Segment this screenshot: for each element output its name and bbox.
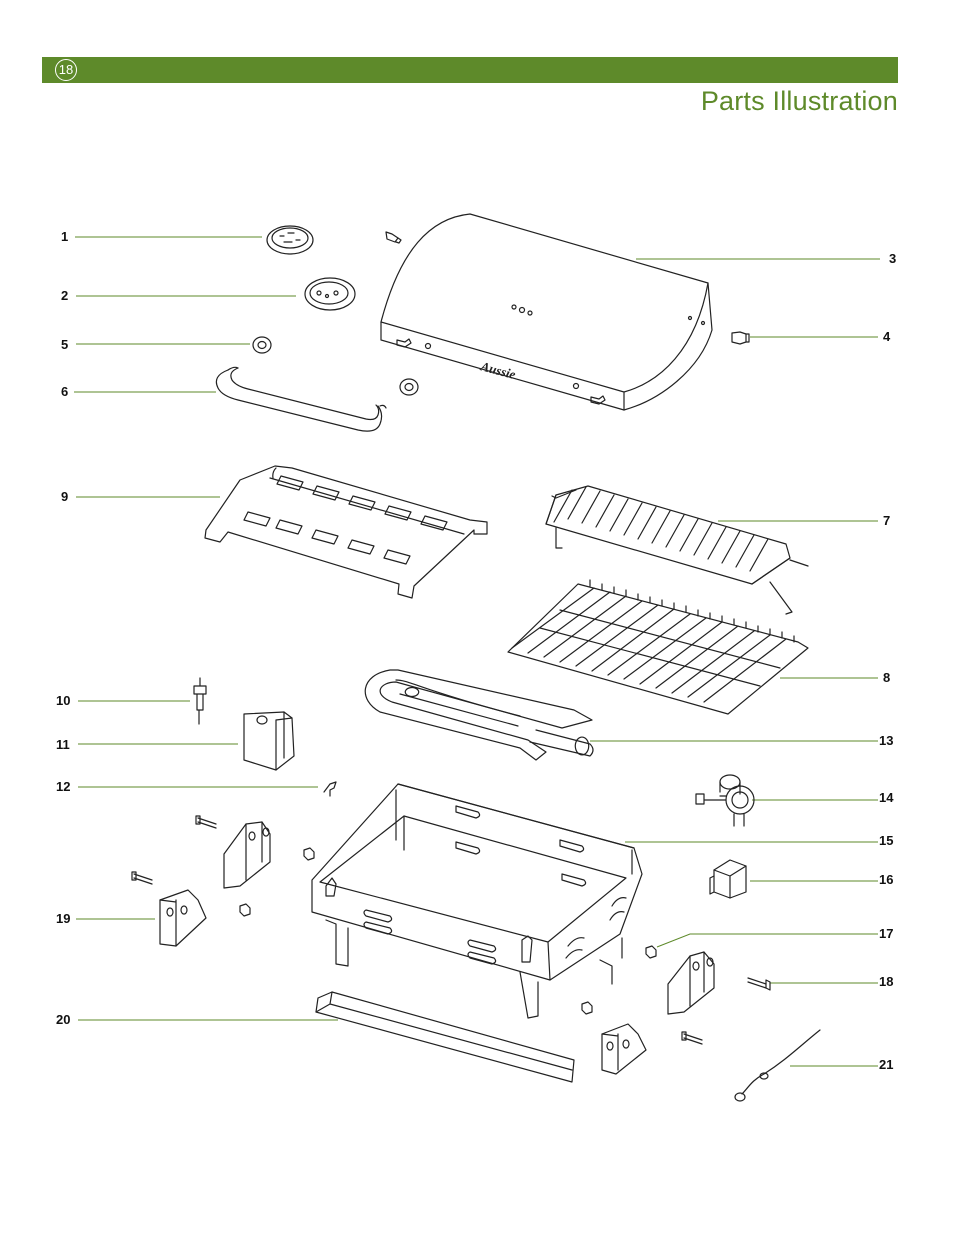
callout-9: 9 — [61, 489, 69, 504]
callout-2: 2 — [61, 288, 69, 303]
callout-16: 16 — [879, 872, 894, 887]
callout-10: 10 — [56, 693, 71, 708]
callout-4: 4 — [883, 329, 891, 344]
callout-6: 6 — [61, 384, 69, 399]
page-title: Parts Illustration — [700, 86, 898, 116]
callout-14: 14 — [879, 790, 894, 805]
part-14-regulator — [695, 774, 755, 827]
callout-8: 8 — [883, 670, 891, 685]
part-3-lid — [380, 213, 713, 411]
callout-19: 19 — [56, 911, 71, 926]
callout-13: 13 — [879, 733, 894, 748]
part-19-leg-bracket — [159, 821, 715, 1075]
callout-1: 1 — [61, 229, 69, 244]
part-18-bolt — [131, 815, 771, 1045]
part-11-igniter-bracket — [243, 711, 295, 771]
header-bar: 18 — [42, 57, 898, 83]
part-1-thermometer — [266, 225, 314, 255]
lid-brand-logo: Aussie — [478, 358, 517, 382]
callout-11: 11 — [56, 737, 70, 752]
callout-12: 12 — [56, 779, 71, 794]
callout-5: 5 — [61, 337, 69, 352]
part-6-handle — [215, 366, 387, 432]
part-4-knob — [731, 331, 750, 345]
callout-15: 15 — [879, 833, 894, 848]
part-2-thermometer-bezel — [304, 277, 356, 311]
callout-20: 20 — [56, 1012, 71, 1027]
part-5-grommet — [252, 336, 272, 354]
part-9-heat-shield — [204, 465, 488, 599]
part-16-igniter-box — [709, 859, 747, 899]
grommet — [399, 378, 419, 396]
small-nuts — [239, 847, 593, 1015]
page-number-badge: 18 — [55, 59, 77, 81]
callout-17: 17 — [879, 926, 894, 941]
part-13-burner — [364, 669, 594, 761]
part-17-nut — [645, 945, 657, 959]
part-10-igniter — [193, 677, 207, 725]
part-15-firebox — [311, 783, 643, 1019]
small-knob — [385, 231, 402, 244]
part-21-igniter-wire — [734, 1029, 821, 1102]
part-12-clip — [323, 781, 337, 797]
callout-18: 18 — [879, 974, 894, 989]
callout-3: 3 — [889, 251, 897, 266]
leader-lines — [74, 236, 880, 1067]
part-20-grease-tray — [315, 991, 575, 1083]
callout-21: 21 — [879, 1057, 894, 1072]
part-8-cooking-grate — [507, 579, 809, 715]
part-7-warming-rack — [545, 485, 809, 615]
callout-7: 7 — [883, 513, 891, 528]
